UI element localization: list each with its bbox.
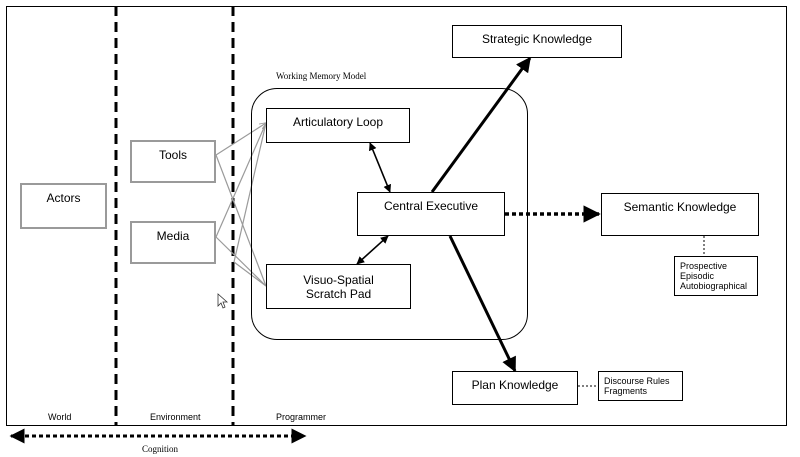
semantic-detail-item: Autobiographical [680, 281, 748, 291]
node-semantic-knowledge: Semantic Knowledge [601, 193, 759, 236]
working-memory-model-group [251, 88, 528, 340]
cognition-label: Cognition [142, 444, 179, 454]
arrow-ce-plan [448, 235, 517, 373]
arrow-ce-articulatory [369, 142, 391, 193]
working-memory-model-label: Working Memory Model [276, 71, 367, 81]
plan-detail-item: Fragments [604, 386, 648, 396]
node-tools: Tools [130, 140, 216, 183]
node-plan-knowledge: Plan Knowledge [452, 371, 578, 405]
visuo-spatial-line-2: Scratch Pad [305, 286, 372, 301]
node-strategic-knowledge: Strategic Knowledge [452, 25, 622, 58]
semantic-detail-item: Prospective [680, 261, 728, 271]
semantic-knowledge-details: Prospective Episodic Autobiographical [674, 256, 758, 296]
environment-arrows [215, 123, 266, 287]
node-media: Media [130, 221, 216, 264]
node-visuo-spatial-scratch-pad: Visuo-Spatial Scratch Pad [266, 264, 411, 309]
visuo-spatial-line-1: Visuo-Spatial [303, 272, 374, 287]
diagram-frame [6, 6, 787, 426]
node-articulatory-loop: Articulatory Loop [266, 108, 410, 143]
node-actors: Actors [20, 183, 107, 229]
plan-knowledge-details: Discourse Rules Fragments [598, 371, 683, 401]
mouse-cursor-icon [217, 293, 229, 309]
region-label-environment: Environment [150, 412, 201, 422]
node-central-executive: Central Executive [357, 192, 505, 236]
plan-detail-item: Discourse Rules [604, 376, 670, 386]
region-label-programmer: Programmer [276, 412, 327, 422]
arrow-ce-strategic [430, 56, 532, 193]
semantic-detail-item: Episodic [680, 271, 715, 281]
region-label-world: World [48, 412, 72, 422]
arrow-ce-visuospatial [356, 235, 389, 265]
